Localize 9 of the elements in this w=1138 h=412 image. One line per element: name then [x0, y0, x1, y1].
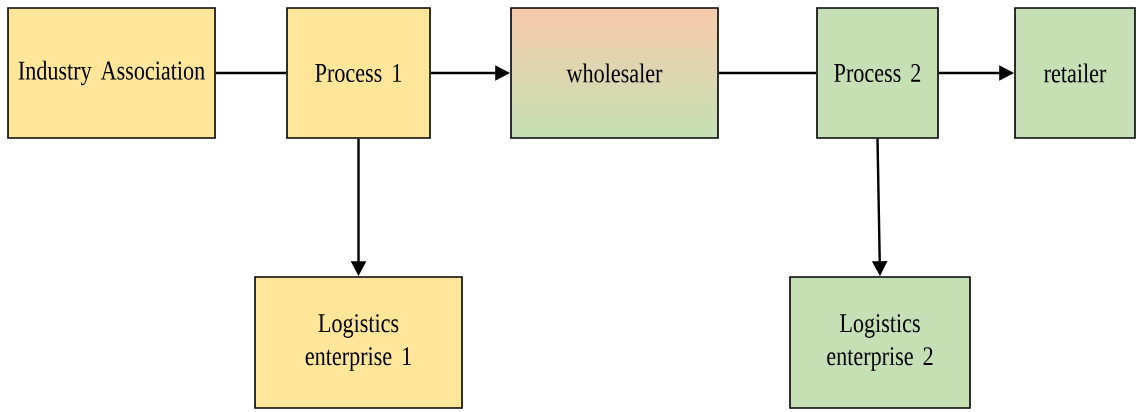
process-box: Logistics enterprise 2 — [789, 276, 971, 409]
process-box: Industry Association — [7, 7, 216, 139]
process-box: Process 2 — [816, 7, 939, 139]
process-box: Process 1 — [286, 7, 431, 139]
process-box: Logistics enterprise 1 — [254, 276, 463, 409]
connector-line — [215, 71, 287, 75]
process-box: wholesaler — [510, 7, 719, 139]
process-box: retailer — [1014, 7, 1136, 139]
connector-line — [718, 71, 817, 75]
